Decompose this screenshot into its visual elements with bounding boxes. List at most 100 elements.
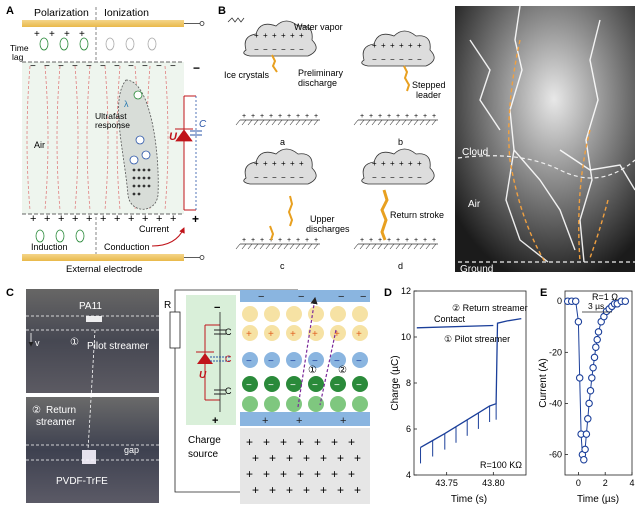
b-cloud-minus: − <box>254 45 259 54</box>
b-cloud-minus: − <box>372 55 377 64</box>
a-electron <box>137 192 141 196</box>
d-ytick-label: 6 <box>406 424 411 434</box>
b-ground-plus: + <box>432 237 436 244</box>
b-ground: +++++++++ <box>235 237 320 250</box>
b-ground-hatch <box>359 119 365 126</box>
b-ground-hatch <box>365 243 371 250</box>
b-ground-plus: + <box>296 113 300 120</box>
a-external-electrode-label: External electrode <box>66 264 143 275</box>
c-source-plus: + <box>286 451 293 465</box>
b-ground-plus: + <box>242 237 246 244</box>
b-cloud: ++++++−−−−−− <box>243 20 317 57</box>
c-arrow-1 <box>297 296 318 408</box>
e-xtick-label: 2 <box>603 478 608 488</box>
c-pilot-streamer: Pilot streamer <box>87 341 149 352</box>
b-sub-a: a <box>280 137 285 147</box>
c-return-2: streamer <box>36 417 76 428</box>
b-ground-hatch <box>377 243 383 250</box>
c-v-label: v <box>35 338 40 348</box>
e-xlabel: Time (µs) <box>577 494 619 505</box>
e-ytick-label: -60 <box>549 450 562 460</box>
a-dipole <box>147 37 157 51</box>
c-particle-green <box>242 376 258 392</box>
e-current-points <box>563 297 630 464</box>
a-bottom-plus: + <box>128 213 134 225</box>
b-cloud-plus: + <box>390 159 395 168</box>
b-ground-hatch <box>259 119 265 126</box>
b-upper-2: discharges <box>306 224 350 234</box>
a-bottom-plus: + <box>44 213 50 225</box>
a-top-electrode <box>22 20 184 27</box>
a-dipole <box>55 229 65 243</box>
b-upper-1: Upper <box>310 214 335 224</box>
a-top-plus: + <box>64 29 70 40</box>
b-cloud-minus: − <box>408 173 413 182</box>
a-zener-diode <box>175 129 193 142</box>
b-ground-plus: + <box>305 113 309 120</box>
c-bottom-electrode <box>240 412 370 426</box>
c-source-plus: + <box>320 483 327 497</box>
c-charge-2: source <box>188 449 218 460</box>
e-xtick-label: 0 <box>576 478 581 488</box>
panel-letter-b: B <box>218 5 226 17</box>
b-ground-plus: + <box>305 237 309 244</box>
b-ground-hatch <box>271 243 277 250</box>
a-mid-minus: − <box>86 61 92 72</box>
b-ground-plus: + <box>260 237 264 244</box>
a-dipole <box>105 37 115 51</box>
a-bottom-electrode <box>22 254 184 261</box>
a-bottom-plus: + <box>170 213 176 225</box>
b-ground-hatch <box>283 119 289 126</box>
b-cloud-plus: + <box>272 159 277 168</box>
b-cloud-plus: + <box>372 159 377 168</box>
b-ground-hatch <box>265 119 271 126</box>
c-top-minus: − <box>298 291 304 303</box>
d-return-label: ② Return streamer <box>452 303 528 313</box>
a-electron <box>132 176 136 180</box>
c-source-plus: + <box>246 467 253 481</box>
c-source-plus: + <box>252 451 259 465</box>
a-dipole <box>125 37 135 51</box>
b-ground-plus: + <box>278 113 282 120</box>
b-cloud-minus: − <box>254 173 259 182</box>
c-source-plus: + <box>314 435 321 449</box>
c-source-plus: + <box>297 435 304 449</box>
c-source-plus: + <box>337 451 344 465</box>
b-cloud-minus: − <box>263 173 268 182</box>
b-bolt <box>505 5 549 263</box>
e-data-point <box>575 374 584 382</box>
c-top-minus: − <box>360 291 366 303</box>
c-particles: ++++++−−−−−−−−−−−− <box>242 306 368 412</box>
b-cloud-plus: + <box>408 41 413 50</box>
c-struct-circled-2: ② <box>338 365 347 376</box>
c-pa11-label: PA11 <box>79 301 102 312</box>
b-cloud-shape <box>361 30 435 67</box>
c-particle-plus <box>242 325 258 341</box>
b-cloud-minus: − <box>408 55 413 64</box>
a-electron <box>137 176 141 180</box>
c-resistor <box>169 311 181 349</box>
c-struct-circled-1: ① <box>308 365 317 376</box>
b-sub-c: c <box>280 261 285 271</box>
b-ground-hatch <box>413 119 419 126</box>
c-source-plus: + <box>337 483 344 497</box>
c-particle-lightgreen <box>242 396 258 412</box>
a-field-line <box>104 65 109 211</box>
b-cloud-minus: − <box>417 173 422 182</box>
a-electron <box>132 184 136 188</box>
c-particle-lightgreen <box>308 396 324 412</box>
b-cloud-shape <box>243 148 317 185</box>
b-cloud-minus: − <box>381 55 386 64</box>
b-ground-plus: + <box>423 237 427 244</box>
b-ground: +++++++++ <box>353 237 438 250</box>
c-circled-2: ② <box>32 405 41 416</box>
a-electron <box>147 176 151 180</box>
b-ground-plus: + <box>251 113 255 120</box>
b-cloud-plus: + <box>263 31 268 40</box>
c-r-label: R <box>164 300 171 311</box>
c-bottom-plus: + <box>296 415 302 427</box>
c-particle-minus <box>286 352 302 368</box>
a-header-ionization: Ionization <box>104 7 149 19</box>
c-particle-minus <box>308 352 324 368</box>
